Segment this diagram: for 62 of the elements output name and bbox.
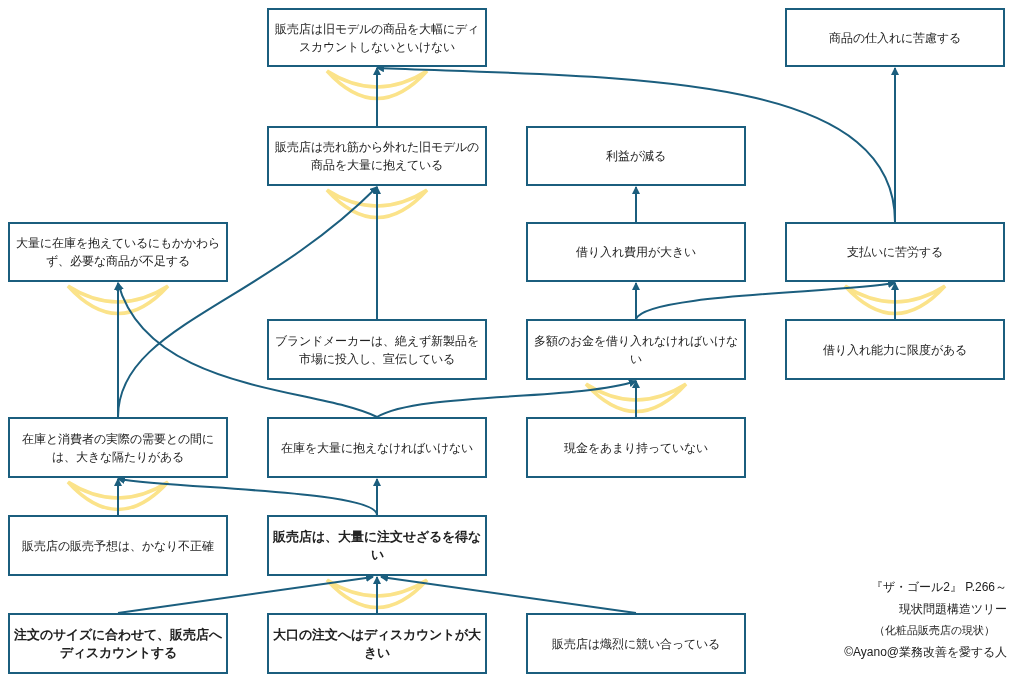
- cause-box: [267, 319, 487, 380]
- arrow: [373, 67, 381, 127]
- arrow: [632, 282, 640, 320]
- cause-box: [785, 222, 1005, 282]
- arrow: [114, 478, 122, 516]
- cause-box: [526, 126, 746, 186]
- cause-box: [267, 613, 487, 674]
- cause-box: [267, 417, 487, 478]
- box-text: 支払いに苦労する: [847, 244, 943, 261]
- cause-box: [267, 515, 487, 576]
- and-connector: [843, 284, 947, 316]
- box-text: 販売店は熾烈に競い合っている: [552, 635, 720, 653]
- box-text: 注文のサイズに合わせて、販売店へディスカウントする: [14, 625, 222, 662]
- and-connector: [66, 284, 170, 316]
- box-text: 借り入れ費用が大きい: [576, 244, 696, 261]
- and-connector: [325, 188, 429, 220]
- cause-box: [267, 126, 487, 186]
- cause-box: [8, 515, 228, 576]
- cause-box: [526, 222, 746, 282]
- arrow: [380, 574, 637, 614]
- cause-box: [785, 8, 1005, 67]
- box-text: 販売店の販売予想は、かなり不正確: [22, 537, 214, 555]
- cause-box: [526, 613, 746, 674]
- box-text: 販売店は、大量に注文せざるを得ない: [273, 527, 481, 564]
- cause-box: [8, 222, 228, 282]
- source-note: ©Ayano@業務改善を愛する人: [844, 643, 1007, 661]
- arrow: [116, 282, 378, 418]
- box-text: 大量に在庫を抱えているにもかかわらず、必要な商品が不足する: [15, 235, 221, 270]
- arrow: [632, 186, 640, 223]
- arrow: [632, 380, 640, 418]
- cause-box: [526, 417, 746, 478]
- arrow: [373, 478, 381, 516]
- and-connector: [584, 382, 688, 414]
- cause-box: [267, 8, 487, 67]
- box-text: 現金をあまり持っていない: [564, 439, 708, 457]
- arrow: [376, 378, 637, 418]
- box-text: 大口の注文へはディスカウントが大きい: [273, 625, 481, 662]
- box-text: 在庫と消費者の実際の需要との間には、大きな隔たりがある: [21, 430, 215, 466]
- box-text: 多額のお金を借り入れなければいけない: [533, 332, 739, 368]
- box-text: ブランドメーカーは、絶えず新製品を市場に投入し、宣伝している: [274, 332, 480, 368]
- arrow: [373, 186, 381, 320]
- cause-box: [526, 319, 746, 380]
- and-connector: [66, 480, 170, 512]
- arrow: [891, 67, 899, 223]
- arrow: [373, 576, 381, 614]
- cause-box: [8, 613, 228, 674]
- source-note: 現状問題構造ツリー: [899, 601, 1007, 618]
- cause-box: [8, 417, 228, 478]
- source-note: （化粧品販売店の現状）: [874, 623, 996, 638]
- box-text: 商品の仕入れに苦慮する: [829, 29, 961, 47]
- box-text: 利益が減る: [606, 148, 666, 165]
- box-text: 借り入れ能力に限度がある: [823, 341, 967, 359]
- and-connector: [325, 69, 429, 101]
- arrow: [891, 282, 899, 320]
- box-text: 在庫を大量に抱えなければいけない: [281, 439, 473, 457]
- box-text: 販売店は旧モデルの商品を大幅にディスカウントしないといけない: [274, 20, 480, 56]
- arrow: [117, 186, 378, 418]
- and-connector: [325, 578, 429, 610]
- box-text: 販売店は売れ筋から外れた旧モデルの商品を大量に抱えている: [274, 139, 480, 174]
- source-note: 『ザ・ゴール2』 P.266～: [871, 579, 1007, 596]
- cause-box: [785, 319, 1005, 380]
- arrow: [117, 574, 374, 614]
